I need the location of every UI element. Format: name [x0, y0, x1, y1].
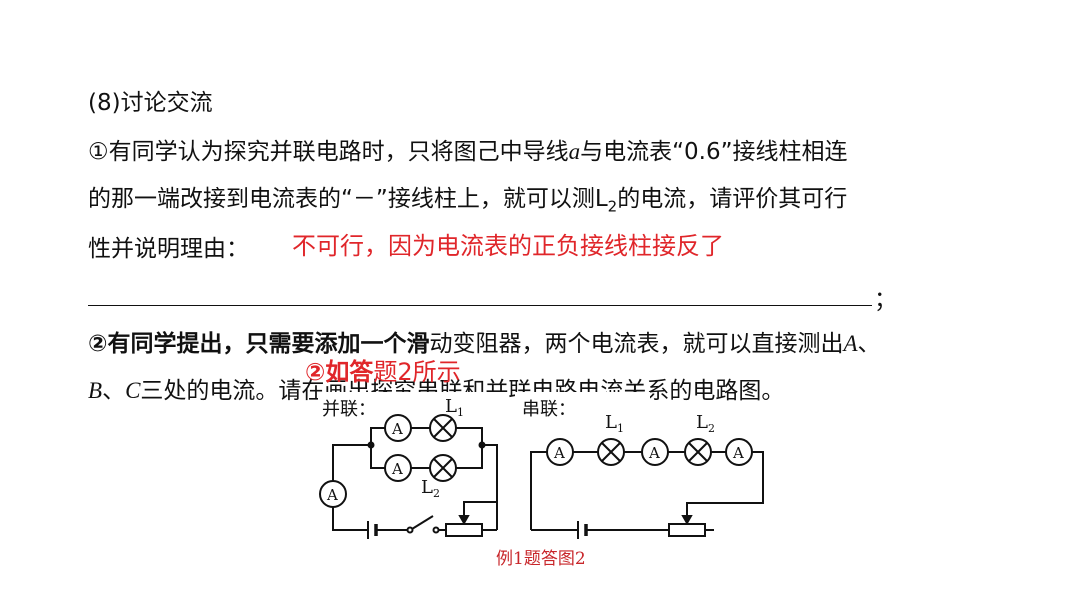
svg-text:A: A — [326, 486, 338, 504]
question1-line3: 性并说明理由： — [88, 236, 249, 262]
rheostat-parallel — [445, 523, 483, 537]
section-heading: (8)讨论交流 — [88, 90, 213, 116]
figure-caption: 例1题答图2 — [496, 549, 586, 569]
svg-text:A: A — [732, 444, 744, 462]
lamp2-label-parallel: L2 — [421, 477, 440, 500]
question1-line1: ①有同学认为探究并联电路时，只将图己中导线a与电流表“0.6”接线柱相连 — [88, 139, 848, 165]
series-circuit: 串联： L1 L2 A A A — [522, 399, 764, 539]
svg-text:A: A — [553, 444, 565, 462]
svg-text:A: A — [391, 460, 403, 478]
lamp1-label-parallel: L1 — [445, 396, 464, 419]
answer-end-mark: ； — [874, 287, 897, 313]
question2-answer-overlay: ②如答题2所示 — [305, 358, 461, 386]
lamp2-label-series: L2 — [696, 412, 715, 435]
question1-answer: 不可行，因为电流表的正负接线柱接反了 — [292, 232, 724, 260]
question1-line2: 的那一端改接到电流表的“－”接线柱上，就可以测L2的电流，请评价其可行 — [88, 186, 848, 216]
rheostat-series — [668, 523, 706, 537]
parallel-label: 并联： — [322, 399, 376, 420]
parallel-circuit: 并联： L1 A A L2 A — [319, 396, 498, 539]
switch-contact — [406, 526, 414, 534]
question2-line1: ②有同学提出，只需要添加一个滑动变阻器，两个电流表，就可以直接测出A、 — [88, 331, 881, 357]
lamp1-label-series: L1 — [605, 412, 624, 435]
series-label: 串联： — [522, 399, 576, 420]
svg-text:A: A — [648, 444, 660, 462]
answer-blank-line — [88, 305, 872, 306]
svg-text:A: A — [391, 420, 403, 438]
